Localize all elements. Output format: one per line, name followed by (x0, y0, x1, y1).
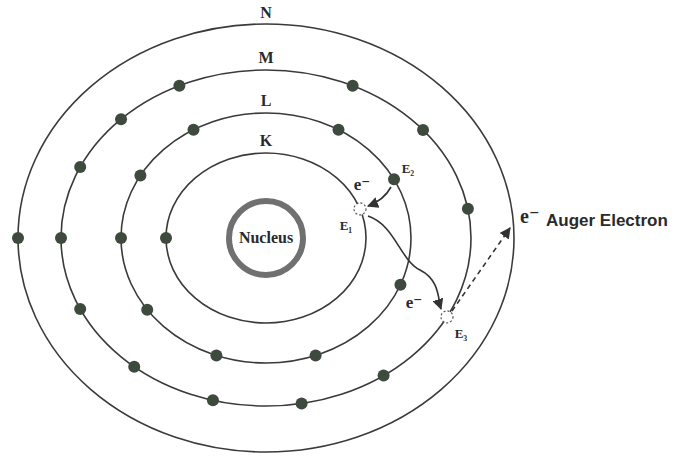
electron (296, 397, 308, 409)
electron-shell (121, 113, 411, 363)
shell-name: L (261, 93, 272, 109)
electron-shell (61, 70, 471, 406)
electron (115, 232, 127, 244)
electron (462, 203, 474, 215)
electron (310, 349, 322, 361)
electron (115, 113, 127, 125)
nucleus-label: Nucleus (239, 229, 293, 247)
electron (173, 80, 185, 92)
energy-level: E₂ (402, 162, 415, 175)
electron (160, 232, 172, 244)
electron (134, 170, 146, 182)
electron (378, 370, 390, 382)
vacancy (354, 203, 366, 215)
electron (74, 161, 86, 173)
electron (333, 124, 345, 136)
electron (188, 124, 200, 136)
energy-level: E₁ (340, 219, 353, 232)
electron (12, 232, 24, 244)
energy-level: E₃ (455, 327, 468, 340)
shell-name: M (258, 50, 273, 66)
electron (388, 173, 400, 185)
transition-arrow (368, 187, 391, 206)
emission-arrow (452, 228, 510, 311)
shell-name: K (260, 133, 272, 149)
electron (141, 304, 153, 316)
electron (207, 394, 219, 406)
electron (417, 124, 429, 136)
electron-shell (18, 24, 514, 452)
auger-label: Auger Electron (546, 212, 668, 229)
vacancy (441, 311, 453, 323)
electron (128, 361, 140, 373)
nucleus-circle: Nucleus (226, 198, 306, 278)
electron-symbol: e⁻ (354, 176, 371, 193)
electron (55, 232, 67, 244)
shell-name: N (260, 5, 272, 21)
electron (347, 80, 359, 92)
electron-symbol: e⁻ (406, 294, 423, 311)
electron (394, 279, 406, 291)
electron-symbol: e⁻ (520, 206, 539, 226)
electron (74, 303, 86, 315)
electron-shell (166, 153, 366, 323)
energy-transfer-arrow (368, 216, 441, 309)
electron (210, 349, 222, 361)
